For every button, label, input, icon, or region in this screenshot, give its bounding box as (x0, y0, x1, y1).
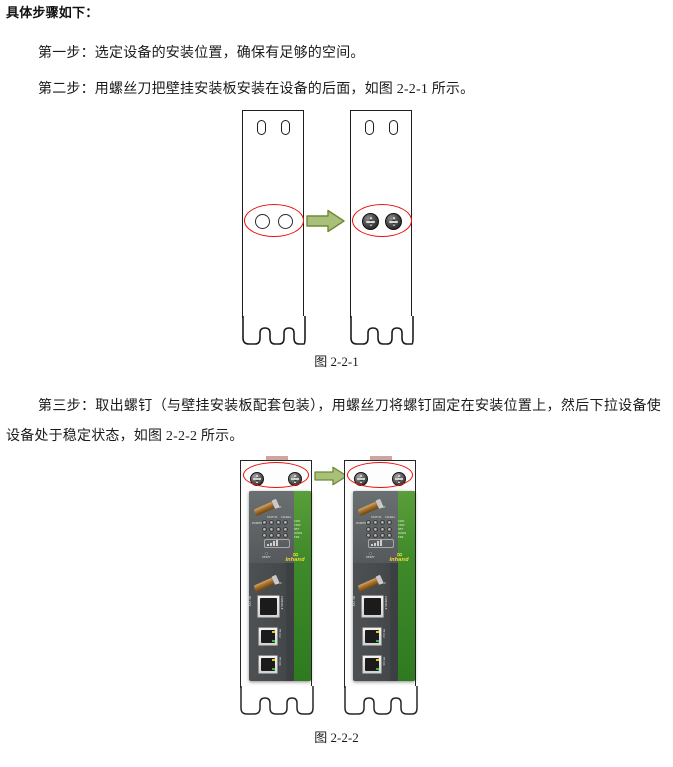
antenna-connector-aux (357, 576, 381, 593)
screw-icon (385, 213, 402, 230)
right-arrow-icon (306, 209, 345, 233)
led-name: SIM1 (294, 520, 301, 523)
signal-label: SIGNAL (281, 516, 292, 519)
bracket-foot-notches (350, 316, 414, 345)
signal-strength-icon (264, 539, 290, 548)
bracket-slot-icon (281, 120, 290, 135)
device-assembly-before: ANT STATUS SIGNAL POWER SIM1 SIM2 NET WA… (240, 456, 314, 718)
device-assembly-after: ANT STATUS SIGNAL POWER SIM1 SIM2 NET WA… (344, 456, 418, 718)
bracket-slot-icon (389, 120, 398, 135)
antenna-connector-aux (253, 576, 277, 593)
screw-icon (354, 472, 368, 486)
logo-mark-icon: ∞ (396, 550, 403, 559)
plate-tab (370, 456, 392, 462)
antenna-label-aux: AUX (380, 582, 386, 585)
mounting-plate: ANT STATUS SIGNAL POWER SIM1 SIM2 NET WA… (240, 460, 312, 688)
console-port (257, 595, 280, 618)
antenna-label-ant: ANT (380, 506, 386, 509)
led-name: SIM2 (294, 524, 301, 528)
step-1-paragraph: 第一步：选定设备的安装位置，确保有足够的空间。 (38, 46, 365, 61)
right-arrow-icon (314, 466, 348, 486)
plate-foot-notches (344, 686, 418, 715)
bracket-slot-icon (257, 120, 266, 135)
bracket-body (350, 110, 412, 318)
bracket-slot-icon (365, 120, 374, 135)
bracket-before (242, 110, 306, 345)
status-label: STATUS (371, 516, 382, 519)
led-indicator-grid (262, 520, 292, 540)
led-name-list: SIM1 SIM2 NET WARN ERR (294, 520, 302, 540)
device-green-panel (398, 491, 415, 681)
console-port (361, 595, 384, 618)
figure-2-2-1-caption: 图 2-2-1 (314, 354, 359, 369)
led-name: NET (294, 528, 300, 532)
bracket-body (242, 110, 304, 318)
router-device: ANT STATUS SIGNAL POWER SIM1 SIM2 NET WA… (249, 491, 311, 681)
status-label: STATUS (267, 516, 278, 519)
led-name: WARN (294, 532, 303, 536)
ethernet-port-label-fe02: FE 0/2 (382, 629, 386, 638)
brand-name: inhand (389, 557, 409, 563)
ethernet-port-fe02 (362, 627, 382, 646)
ethernet-port-label-fe01: FE 0/1 (278, 657, 282, 666)
ethernet-port-fe02 (258, 627, 278, 646)
step-3-paragraph: 第三步：取出螺钉（与壁挂安装板配套包装），用螺丝刀将螺钉固定在安装位置上，然后下… (6, 399, 661, 444)
power-label: POWER (356, 522, 367, 525)
power-label: POWER (252, 522, 263, 525)
screw-icon (250, 472, 264, 486)
signal-label: SIGNAL (385, 516, 396, 519)
router-device: ANT STATUS SIGNAL POWER SIM1 SIM2 NET WA… (353, 491, 415, 681)
mounting-plate: ANT STATUS SIGNAL POWER SIM1 SIM2 NET WA… (344, 460, 416, 688)
reset-label: RESET (262, 556, 271, 559)
screw-hole-icon (255, 214, 270, 229)
bracket-foot-notches (242, 316, 306, 345)
screw-icon (392, 472, 406, 486)
antenna-label-aux: AUX (276, 582, 282, 585)
bracket-after (350, 110, 414, 345)
logo-mark-icon: ∞ (292, 550, 299, 559)
figure-2-2-2-image: ANT STATUS SIGNAL POWER SIM1 SIM2 NET WA… (238, 456, 434, 718)
led-indicator-grid (366, 520, 396, 540)
led-name: NET (398, 528, 404, 532)
power-port-label: DC 12V (249, 596, 252, 607)
led-name: ERR (294, 536, 300, 540)
figure-2-2-1-image (238, 110, 434, 345)
power-port-label: DC 12V (353, 596, 356, 607)
reset-label: RESET (366, 556, 375, 559)
inhand-logo: ∞ inhand (283, 551, 307, 564)
screw-icon (362, 213, 379, 230)
led-name: SIM2 (398, 524, 405, 528)
screw-icon (288, 472, 302, 486)
ethernet-port-fe01 (362, 655, 382, 674)
page-heading: 具体步骤如下： (6, 6, 99, 21)
reset-button[interactable] (369, 552, 372, 555)
plate-foot-notches (240, 686, 314, 715)
antenna-label-ant: ANT (276, 506, 282, 509)
ethernet-port-label-fe02: FE 0/2 (278, 629, 282, 638)
reset-button[interactable] (265, 552, 268, 555)
step-2-paragraph: 第二步：用螺丝刀把壁挂安装板安装在设备的后面，如图 2-2-1 所示。 (38, 82, 475, 97)
ethernet-port-label-fe01: FE 0/1 (382, 657, 386, 666)
led-name: SIM1 (398, 520, 405, 523)
signal-strength-icon (368, 539, 394, 548)
device-green-panel (294, 491, 311, 681)
led-name: WARN (398, 532, 407, 536)
screw-hole-icon (278, 214, 293, 229)
led-name: ERR (398, 536, 404, 540)
inhand-logo: ∞ inhand (387, 551, 411, 564)
brand-name: inhand (285, 557, 305, 563)
console-port-label: CONSOLE (384, 596, 388, 610)
plate-tab (266, 456, 288, 462)
ethernet-port-fe01 (258, 655, 278, 674)
figure-2-2-2-caption: 图 2-2-2 (314, 730, 359, 745)
led-name-list: SIM1 SIM2 NET WARN ERR (398, 520, 406, 540)
console-port-label: CONSOLE (280, 596, 284, 610)
